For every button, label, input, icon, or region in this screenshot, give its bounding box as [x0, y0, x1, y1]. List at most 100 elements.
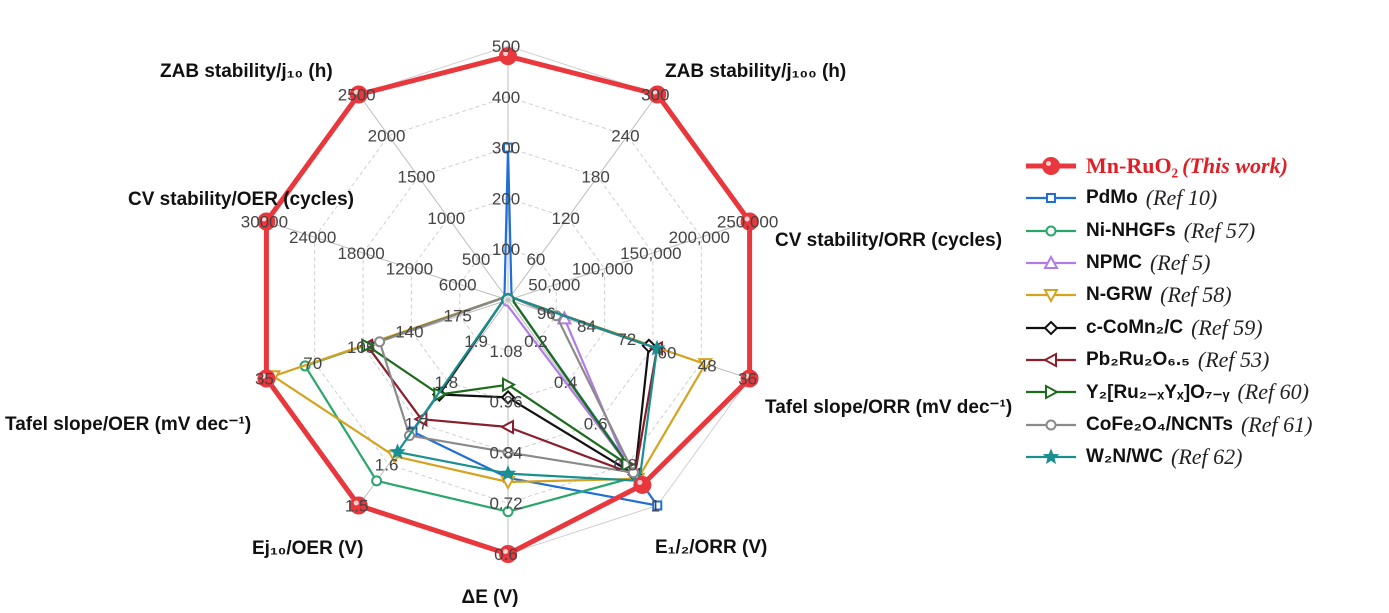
legend-swatch: [1026, 193, 1076, 204]
legend-series-name: c-CoMn₂/C: [1086, 316, 1184, 338]
tick-label: 2500: [338, 86, 376, 105]
tick-label: 72: [617, 330, 636, 349]
tick-label: 240: [611, 127, 639, 146]
tick-label: 0.6: [584, 414, 608, 433]
tick-label: 1.7: [405, 414, 429, 433]
legend-series-name: W₂N/WC: [1086, 445, 1164, 467]
legend-item: c-CoMn₂/C(Ref 59): [1022, 311, 1382, 343]
axis-title: Tafel slope/ORR (mV dec⁻¹): [765, 397, 1012, 418]
tick-label: 100: [492, 240, 520, 259]
tick-label: 0.84: [489, 443, 522, 462]
series-marker: [1043, 254, 1059, 270]
series-marker: [648, 339, 666, 356]
tick-label: 60: [658, 343, 677, 362]
marker-highlight: [744, 216, 750, 222]
marker-highlight: [744, 373, 750, 379]
series-marker: [502, 446, 514, 458]
legend-item: NPMC(Ref 5): [1022, 247, 1382, 279]
legend-series-name: N-GRW: [1086, 284, 1153, 306]
legend-swatch: [1026, 157, 1076, 176]
tick-label: 0.8: [614, 455, 638, 474]
series-marker: [499, 464, 517, 481]
tick-label: 18000: [337, 244, 384, 263]
axis-title: ZAB stability/j₁₀ (h): [160, 61, 333, 82]
tick-label: 200,000: [669, 228, 730, 247]
marker-highlight: [353, 500, 359, 506]
series-marker: [627, 467, 639, 479]
series-marker: [374, 336, 386, 348]
legend-item: W₂N/WC (Ref 62): [1022, 441, 1382, 473]
tick-label: 0.6: [494, 545, 518, 564]
tick-label: 84: [577, 317, 596, 336]
marker-highlight: [1046, 161, 1051, 167]
marker-highlight: [503, 549, 508, 554]
tick-label: 1: [651, 497, 660, 516]
legend-series-ref: (Ref 60): [1237, 379, 1309, 405]
tick-label: 6000: [439, 275, 477, 294]
legend-series-ref: (Ref 58): [1160, 282, 1232, 308]
tick-label: 24000: [289, 228, 336, 247]
series-marker: [1045, 419, 1057, 431]
axis-title: E₁/₂/ORR (V): [655, 537, 767, 558]
chart-legend: Mn-RuO₂(This work) PdMo (Ref 10) Ni-NHGFs (R…: [1022, 150, 1382, 473]
series-marker: [1043, 320, 1059, 336]
tick-label: 175: [444, 307, 472, 326]
tick-label: 12000: [386, 260, 433, 279]
series-marker: [1042, 157, 1060, 176]
tick-label: 100,000: [572, 260, 633, 279]
legend-series-name: PdMo: [1086, 187, 1138, 209]
tick-label: 70: [303, 354, 322, 373]
series-0: [257, 47, 759, 563]
legend-series-name: CoFe₂O₄/NCNTs: [1086, 413, 1233, 435]
tick-label: 180: [581, 168, 609, 187]
legend-series-ref: (Ref 57): [1183, 217, 1256, 243]
series-marker: [361, 338, 376, 354]
tick-label: 30000: [241, 213, 288, 232]
series-marker: [1045, 225, 1057, 237]
axis-title: CV stability/OER (cycles): [128, 189, 354, 210]
legend-swatch: [1026, 225, 1076, 237]
tick-label: 50,000: [528, 275, 580, 294]
axis-title: ZAB stability/j₁₀₀ (h): [665, 61, 846, 82]
series-marker: [652, 500, 663, 511]
axis-title: Tafel slope/OER (mV dec⁻¹): [5, 414, 251, 435]
axis-spoke: [266, 221, 509, 301]
legend-item: Mn-RuO₂(This work): [1022, 150, 1382, 182]
legend-series-ref: (Ref 61): [1240, 411, 1313, 437]
legend-swatch: [1026, 448, 1076, 464]
tick-label: 400: [492, 88, 520, 107]
series-marker: [1042, 352, 1057, 368]
series-marker: [1042, 448, 1060, 464]
axis-spoke: [507, 221, 750, 301]
legend-series-ref: (This work): [1182, 153, 1288, 179]
tick-label: 96: [537, 304, 556, 323]
legend-item: Y₂[Ru₂₋ₓYₓ]O₇₋ᵧ(Ref 60): [1022, 376, 1382, 408]
tick-label: 0.96: [489, 393, 522, 412]
tick-label: 300: [641, 86, 669, 105]
tick-label: 1.8: [434, 373, 458, 392]
axis-title: CV stability/ORR (cycles): [775, 230, 1002, 251]
tick-label: 2000: [368, 127, 406, 146]
tick-label: 48: [698, 356, 717, 375]
legend-series-ref: (Ref 10): [1145, 185, 1218, 211]
tick-label: 35: [255, 370, 274, 389]
legend-series-name: NPMC: [1086, 252, 1142, 274]
legend-swatch: [1026, 384, 1076, 400]
legend-series-ref: (Ref 62): [1171, 443, 1243, 469]
tick-label: 0.4: [554, 373, 578, 392]
legend-series-name: Ni-NHGFs: [1086, 219, 1176, 241]
tick-label: 1.6: [375, 455, 399, 474]
legend-series-ref: (Ref 53): [1197, 346, 1270, 372]
marker-highlight: [261, 373, 267, 379]
series-marker: [502, 506, 514, 518]
tick-label: 150,000: [620, 244, 681, 263]
marker-highlight: [637, 479, 643, 485]
marker-highlight: [261, 216, 267, 222]
tick-label: 1.08: [489, 342, 522, 361]
tick-label: 200: [492, 189, 520, 208]
marker-highlight: [652, 89, 658, 95]
legend-swatch: [1026, 320, 1076, 336]
legend-item: CoFe₂O₄/NCNTs (Ref 61): [1022, 408, 1382, 440]
series-marker: [371, 475, 383, 487]
